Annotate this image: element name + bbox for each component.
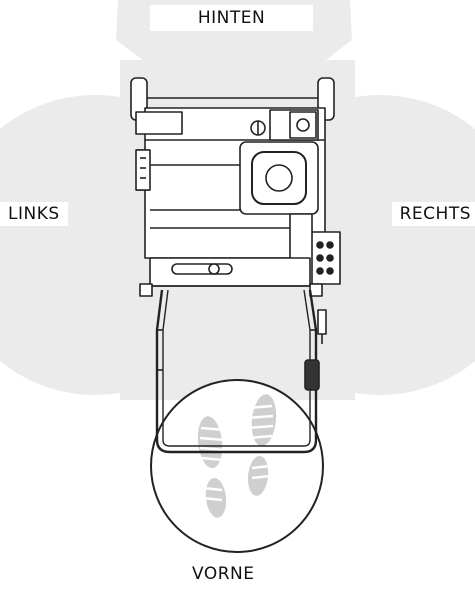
handle-grip bbox=[304, 359, 320, 391]
operator-area-circle bbox=[150, 379, 324, 553]
handle-frame bbox=[155, 289, 318, 454]
label-back: HINTEN bbox=[150, 5, 313, 31]
label-front: VORNE bbox=[192, 564, 255, 584]
footprints-icon bbox=[197, 394, 277, 518]
label-right: RECHTS bbox=[391, 202, 475, 226]
control-panel bbox=[309, 231, 341, 285]
floor-machine-top-view bbox=[130, 77, 341, 454]
fuel-tank-cap bbox=[265, 164, 293, 192]
label-left: LINKS bbox=[0, 202, 68, 226]
